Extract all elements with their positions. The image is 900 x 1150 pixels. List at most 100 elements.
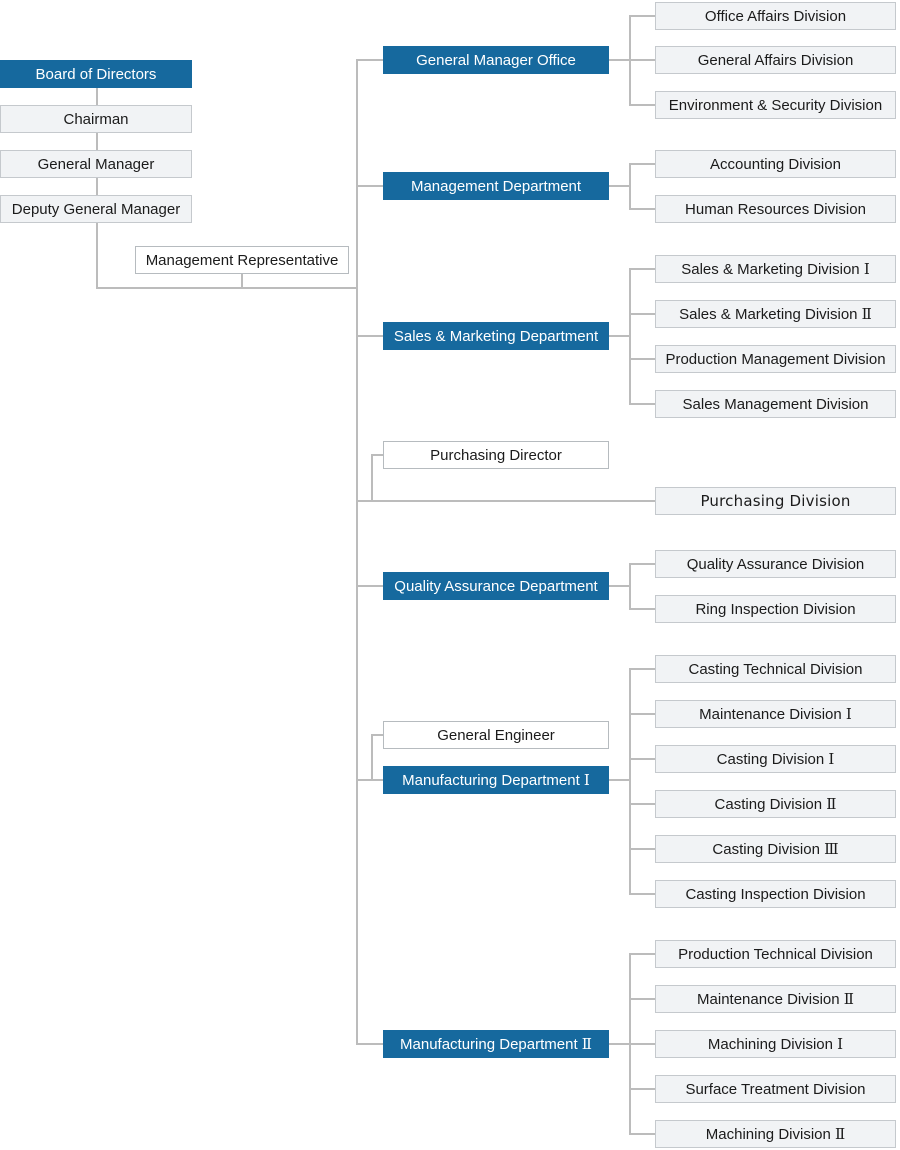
general-affairs-box: General Affairs Division bbox=[655, 46, 896, 74]
connector-line bbox=[629, 15, 655, 17]
purchasing-director-box: Purchasing Director bbox=[383, 441, 609, 469]
management-department-label: Management Department bbox=[410, 177, 582, 195]
connector-line bbox=[629, 803, 655, 805]
purchasing-director-label: Purchasing Director bbox=[430, 446, 562, 464]
connector-line bbox=[356, 585, 383, 587]
casting-inspection-label: Casting Inspection Division bbox=[685, 885, 866, 903]
connector-line bbox=[609, 59, 631, 61]
human-resources-box: Human Resources Division bbox=[655, 195, 896, 223]
connector-line bbox=[371, 735, 373, 780]
connector-line bbox=[629, 848, 655, 850]
connector-line bbox=[629, 1088, 655, 1090]
surface-treatment-box: Surface Treatment Division bbox=[655, 1075, 896, 1103]
connector-line bbox=[629, 403, 655, 405]
ring-inspection-label: Ring Inspection Division bbox=[695, 600, 856, 618]
connector-line bbox=[629, 268, 655, 270]
general-affairs-label: General Affairs Division bbox=[697, 51, 854, 69]
casting-2-label: Casting Division Ⅱ bbox=[714, 795, 837, 813]
casting-technical-label: Casting Technical Division bbox=[688, 660, 863, 678]
connector-line bbox=[241, 274, 243, 288]
connector-line bbox=[609, 1043, 631, 1045]
machining-1-box: Machining Division Ⅰ bbox=[655, 1030, 896, 1058]
machining-1-label: Machining Division Ⅰ bbox=[707, 1035, 844, 1053]
sales-management-box: Sales Management Division bbox=[655, 390, 896, 418]
office-affairs-box: Office Affairs Division bbox=[655, 2, 896, 30]
casting-3-label: Casting Division Ⅲ bbox=[712, 840, 839, 858]
quality-assurance-label: Quality Assurance Division bbox=[686, 555, 865, 573]
connector-line bbox=[629, 59, 655, 61]
sales-marketing-2-box: Sales & Marketing Division Ⅱ bbox=[655, 300, 896, 328]
connector-line bbox=[629, 953, 655, 955]
connector-line bbox=[356, 500, 655, 502]
production-management-label: Production Management Division bbox=[665, 350, 886, 368]
connector-line bbox=[96, 88, 98, 289]
sales-marketing-1-box: Sales & Marketing Division Ⅰ bbox=[655, 255, 896, 283]
accounting-box: Accounting Division bbox=[655, 150, 896, 178]
accounting-label: Accounting Division bbox=[710, 155, 841, 173]
general-engineer-label: General Engineer bbox=[437, 726, 555, 744]
connector-line bbox=[356, 1043, 383, 1045]
connector-line bbox=[629, 1043, 655, 1045]
human-resources-label: Human Resources Division bbox=[685, 200, 866, 218]
purchasing-division-box: Purchasing Division bbox=[655, 487, 896, 515]
manufacturing-department-1-label: Manufacturing Department Ⅰ bbox=[402, 771, 590, 789]
deputy-general-manager-box: Deputy General Manager bbox=[0, 195, 192, 223]
casting-technical-box: Casting Technical Division bbox=[655, 655, 896, 683]
connector-line bbox=[629, 998, 655, 1000]
quality-assurance-box: Quality Assurance Division bbox=[655, 550, 896, 578]
connector-line bbox=[356, 60, 358, 1044]
maintenance-2-label: Maintenance Division Ⅱ bbox=[697, 990, 854, 1008]
connector-line bbox=[629, 313, 655, 315]
general-manager-office-label: General Manager Office bbox=[416, 51, 576, 69]
quality-assurance-department-label: Quality Assurance Department bbox=[394, 577, 598, 595]
sales-marketing-department-box: Sales & Marketing Department bbox=[383, 322, 609, 350]
board-box: Board of Directors bbox=[0, 60, 192, 88]
connector-line bbox=[356, 59, 383, 61]
deputy-general-manager-label: Deputy General Manager bbox=[11, 200, 181, 218]
connector-line bbox=[371, 454, 383, 456]
connector-line bbox=[371, 734, 383, 736]
casting-1-label: Casting Division Ⅰ bbox=[716, 750, 835, 768]
chairman-label: Chairman bbox=[63, 110, 129, 128]
chairman-box: Chairman bbox=[0, 105, 192, 133]
connector-line bbox=[629, 358, 655, 360]
general-manager-office-box: General Manager Office bbox=[383, 46, 609, 74]
general-manager-box: General Manager bbox=[0, 150, 192, 178]
maintenance-1-box: Maintenance Division Ⅰ bbox=[655, 700, 896, 728]
connector-line bbox=[629, 758, 655, 760]
connector-line bbox=[609, 585, 631, 587]
general-manager-label: General Manager bbox=[37, 155, 155, 173]
connector-line bbox=[356, 779, 383, 781]
connector-line bbox=[629, 1133, 655, 1135]
connector-line bbox=[629, 713, 655, 715]
connector-line bbox=[629, 893, 655, 895]
sales-marketing-2-label: Sales & Marketing Division Ⅱ bbox=[679, 305, 872, 323]
connector-line bbox=[96, 287, 358, 289]
maintenance-1-label: Maintenance Division Ⅰ bbox=[699, 705, 852, 723]
connector-line bbox=[371, 455, 373, 501]
sales-marketing-department-label: Sales & Marketing Department bbox=[393, 327, 599, 345]
management-representative-box: Management Representative bbox=[135, 246, 349, 274]
connector-line bbox=[629, 208, 655, 210]
casting-inspection-box: Casting Inspection Division bbox=[655, 880, 896, 908]
connector-line bbox=[609, 335, 631, 337]
environment-security-box: Environment & Security Division bbox=[655, 91, 896, 119]
connector-line bbox=[609, 779, 631, 781]
casting-3-box: Casting Division Ⅲ bbox=[655, 835, 896, 863]
management-department-box: Management Department bbox=[383, 172, 609, 200]
connector-line bbox=[629, 669, 631, 894]
machining-2-label: Machining Division Ⅱ bbox=[705, 1125, 846, 1143]
sales-management-label: Sales Management Division bbox=[682, 395, 869, 413]
production-technical-box: Production Technical Division bbox=[655, 940, 896, 968]
manufacturing-department-2-box: Manufacturing Department Ⅱ bbox=[383, 1030, 609, 1058]
casting-2-box: Casting Division Ⅱ bbox=[655, 790, 896, 818]
connector-line bbox=[609, 185, 631, 187]
connector-line bbox=[356, 335, 383, 337]
maintenance-2-box: Maintenance Division Ⅱ bbox=[655, 985, 896, 1013]
connector-line bbox=[629, 608, 655, 610]
connector-line bbox=[629, 668, 655, 670]
environment-security-label: Environment & Security Division bbox=[668, 96, 883, 114]
quality-assurance-department-box: Quality Assurance Department bbox=[383, 572, 609, 600]
connector-line bbox=[629, 163, 655, 165]
